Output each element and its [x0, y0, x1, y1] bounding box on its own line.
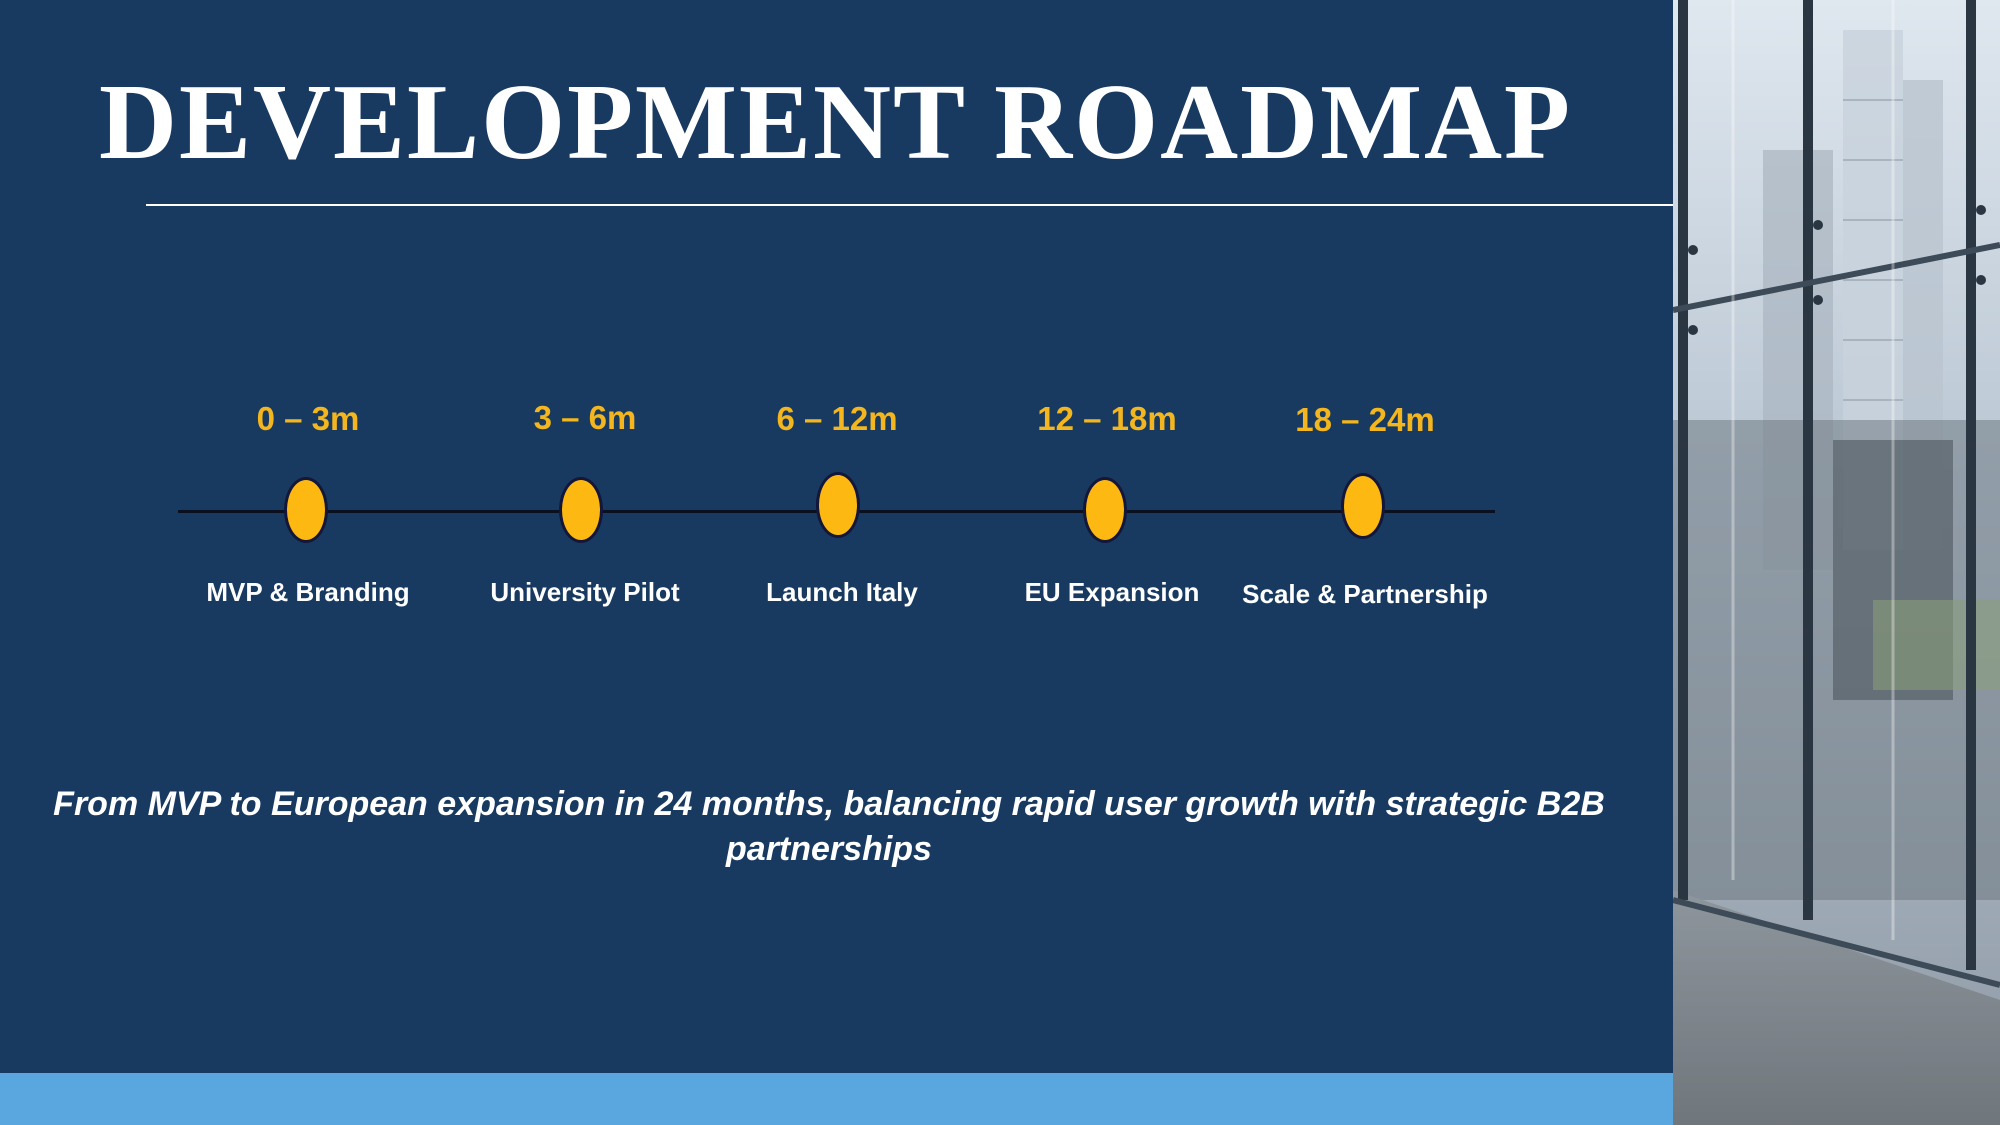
tagline: From MVP to European expansion in 24 mon…: [53, 785, 1605, 868]
milestone-phase: Launch Italy: [766, 577, 918, 607]
milestone-dot: [1083, 477, 1127, 543]
milestone-dot: [1341, 473, 1385, 539]
glass-building-illustration: [1673, 0, 2000, 1125]
page-title: DEVELOPMENT ROADMAP: [98, 63, 1572, 182]
milestone-period: 12 – 18m: [1037, 400, 1177, 437]
milestone-phase: MVP & Branding: [206, 577, 410, 607]
milestone-dot: [284, 477, 328, 543]
milestone-phase: EU Expansion: [1024, 577, 1200, 607]
glass-building-photo: [1673, 0, 2000, 1125]
milestone-phase: University Pilot: [490, 577, 680, 607]
milestone-period: 18 – 24m: [1295, 401, 1435, 438]
milestone-period: 3 – 6m: [533, 399, 637, 436]
milestone-dot: [816, 472, 860, 538]
milestone-period: 6 – 12m: [776, 400, 898, 437]
milestone-dot: [559, 477, 603, 543]
milestone-phase: Scale & Partnership: [1242, 579, 1488, 609]
title-divider: [146, 204, 1673, 206]
milestone-period: 0 – 3m: [256, 400, 360, 437]
bottom-accent-bar: [0, 1073, 1673, 1125]
main-panel: DEVELOPMENT ROADMAP 0 – 3m MVP & Brandin…: [53, 63, 1673, 868]
